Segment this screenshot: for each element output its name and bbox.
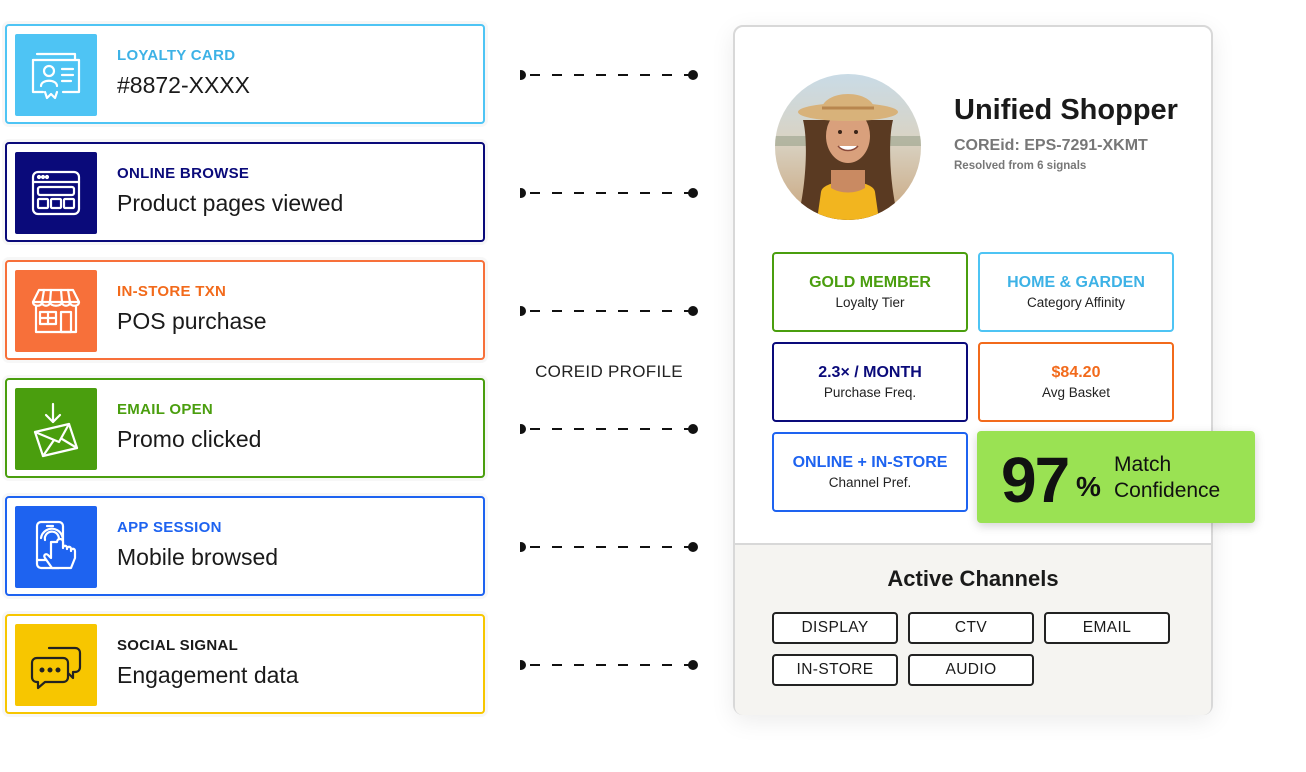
attribute-label: Avg Basket xyxy=(1041,385,1111,400)
profile-name: Unified Shopper xyxy=(954,94,1178,126)
attribute-label: Purchase Freq. xyxy=(823,385,917,400)
channel-chip-in-store: IN-STORE xyxy=(772,654,898,686)
signal-description: POS purchase xyxy=(117,308,267,334)
signal-tile xyxy=(15,270,97,352)
signal-tile xyxy=(15,624,97,706)
signal-card-app-session: APP SESSION Mobile browsed xyxy=(5,496,485,596)
signal-card-in-store: IN-STORE TXN POS purchase xyxy=(5,260,485,360)
connector-line xyxy=(520,70,698,80)
channel-chip-display: DISPLAY xyxy=(772,612,898,644)
signal-card-online-browse: ONLINE BROWSE Product pages viewed xyxy=(5,142,485,242)
profile-resolved-note: Resolved from 6 signals xyxy=(954,160,1087,172)
loyalty-card-icon xyxy=(31,52,81,100)
attribute-value: 2.3× / MONTH xyxy=(818,364,922,381)
attribute-value: GOLD MEMBER xyxy=(809,274,931,291)
attribute-avg-basket: $84.20 Avg Basket xyxy=(978,342,1174,422)
signal-title: ONLINE BROWSE xyxy=(117,165,250,182)
attribute-label: Channel Pref. xyxy=(828,475,912,490)
channel-chip-ctv: CTV xyxy=(908,612,1034,644)
match-unit: % xyxy=(1076,471,1101,502)
attribute-purchase-frequency: 2.3× / MONTH Purchase Freq. xyxy=(772,342,968,422)
attribute-label: Loyalty Tier xyxy=(835,295,905,310)
browser-window-icon xyxy=(31,170,81,216)
attribute-value: ONLINE + IN-STORE xyxy=(792,454,948,471)
mobile-tap-icon xyxy=(35,520,77,570)
connector-line xyxy=(520,660,698,670)
signal-card-email-open: EMAIL OPEN Promo clicked xyxy=(5,378,485,478)
signal-description: Product pages viewed xyxy=(117,190,344,216)
avatar xyxy=(775,74,921,220)
chat-bubbles-icon xyxy=(30,646,82,690)
storefront-icon xyxy=(31,288,81,334)
signal-tile xyxy=(15,152,97,234)
match-label-line1: Match xyxy=(1114,453,1172,476)
connector-line xyxy=(520,542,698,552)
channel-chip-audio: AUDIO xyxy=(908,654,1034,686)
match-label-line2: Confidence xyxy=(1114,479,1221,502)
attribute-category-affinity: HOME & GARDEN Category Affinity xyxy=(978,252,1174,332)
connector-line xyxy=(520,306,698,316)
signal-title: EMAIL OPEN xyxy=(117,401,214,418)
signal-card-loyalty: LOYALTY CARD #8872-XXXX xyxy=(5,24,485,124)
attribute-loyalty-tier: GOLD MEMBER Loyalty Tier xyxy=(772,252,968,332)
signal-card-social: SOCIAL SIGNAL Engagement data xyxy=(5,614,485,714)
channel-chip-email: EMAIL xyxy=(1044,612,1170,644)
connector-line xyxy=(520,188,698,198)
signal-description: Promo clicked xyxy=(117,426,262,452)
shopper-photo xyxy=(775,74,921,220)
attribute-channel-preference: ONLINE + IN-STORE Channel Pref. xyxy=(772,432,968,512)
signal-description: Engagement data xyxy=(117,662,299,688)
signal-title: LOYALTY CARD xyxy=(117,47,236,64)
connector-line xyxy=(520,424,698,434)
signal-tile xyxy=(15,34,97,116)
signal-title: APP SESSION xyxy=(117,519,222,536)
profile-coreid: COREid: EPS-7291-XKMT xyxy=(954,137,1148,154)
signal-tile xyxy=(15,388,97,470)
signal-tile xyxy=(15,506,97,588)
signal-title: SOCIAL SIGNAL xyxy=(117,637,239,654)
signal-description: Mobile browsed xyxy=(117,544,279,570)
signal-description: #8872-XXXX xyxy=(117,72,250,98)
match-confidence-badge: 97 % Match Confidence xyxy=(977,431,1255,523)
active-channels-title: Active Channels xyxy=(887,566,1059,591)
attribute-value: HOME & GARDEN xyxy=(1007,274,1145,291)
match-value: 97 xyxy=(1001,444,1070,516)
email-download-icon xyxy=(33,402,79,458)
attribute-label: Category Affinity xyxy=(1026,295,1126,310)
connector-label: COREID PROFILE xyxy=(535,362,683,381)
signal-title: IN-STORE TXN xyxy=(117,283,227,300)
attribute-value: $84.20 xyxy=(1051,364,1101,381)
